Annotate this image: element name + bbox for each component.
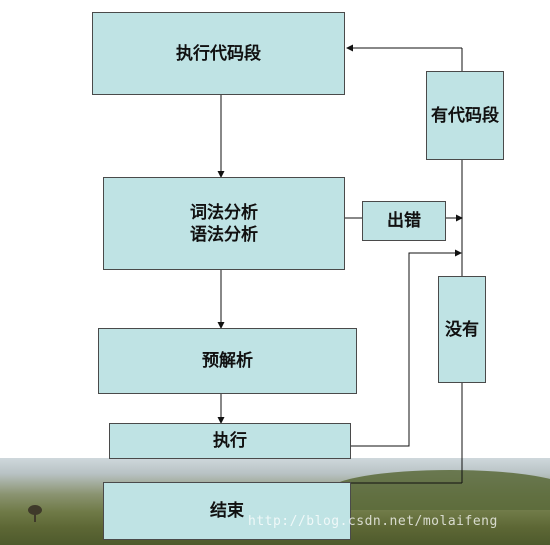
node-execute: 执行: [109, 423, 351, 459]
node-lexical-syntax: 词法分析 语法分析: [103, 177, 345, 270]
tree-icon: [28, 505, 42, 515]
node-has-code-segment-label: 有代码段: [431, 105, 499, 126]
node-exec-code-segment: 执行代码段: [92, 12, 345, 95]
node-none: 没有: [438, 276, 486, 383]
arrow-execute-to-loop: [350, 249, 462, 447]
node-preparse-label: 预解析: [202, 351, 253, 371]
watermark: http://blog.csdn.net/molaifeng: [248, 514, 498, 529]
node-error: 出错: [362, 201, 446, 241]
node-lexical-label: 词法分析: [190, 202, 258, 223]
hill: [330, 470, 550, 510]
node-exec-code-segment-label: 执行代码段: [176, 43, 261, 64]
node-preparse: 预解析: [98, 328, 357, 394]
node-has-code-segment: 有代码段: [426, 71, 504, 160]
node-syntax-label: 语法分析: [190, 224, 258, 245]
node-none-label: 没有: [445, 319, 479, 340]
node-error-label: 出错: [387, 211, 421, 231]
node-end-label: 结束: [210, 501, 244, 521]
tree-trunk: [34, 514, 36, 522]
node-end: 结束: [103, 482, 351, 540]
node-execute-label: 执行: [213, 431, 247, 451]
